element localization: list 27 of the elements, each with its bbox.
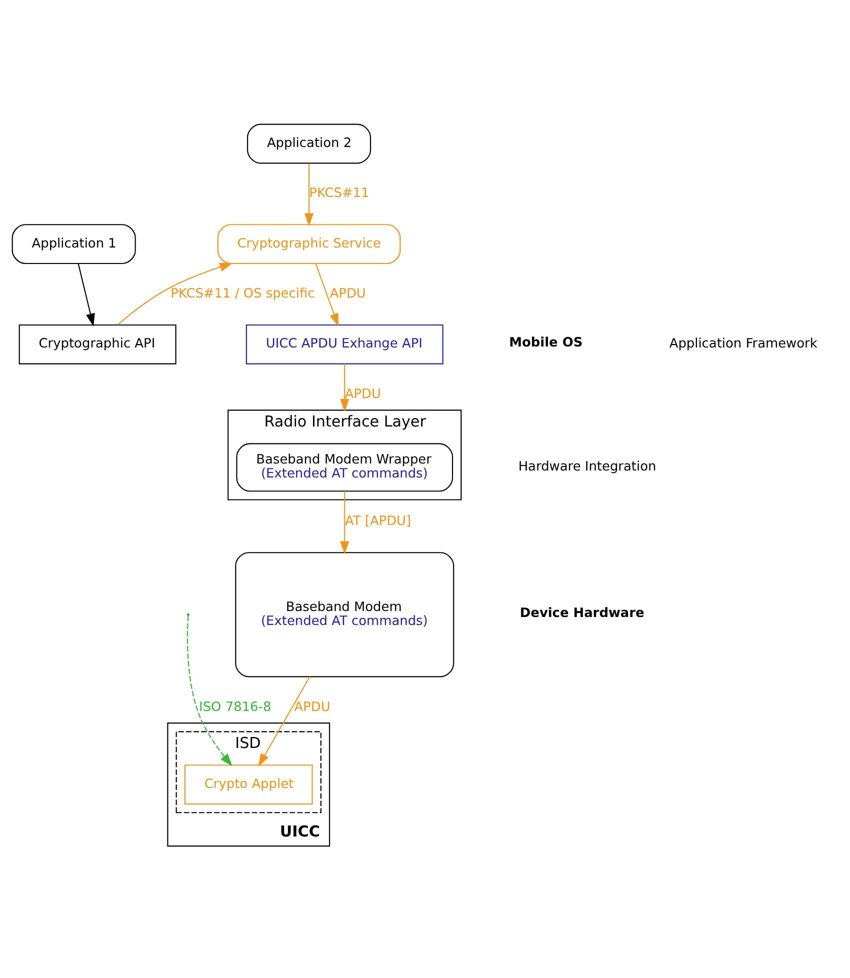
arrow — [117, 262, 233, 325]
node-box: Cryptographic API — [18, 324, 176, 364]
arrow — [304, 162, 314, 226]
edge-label: PKCS#11 — [309, 186, 370, 201]
label: Application Framework — [669, 336, 818, 352]
label: Hardware Integration — [518, 459, 656, 474]
arrow — [340, 363, 350, 412]
node-box: Cryptographic Service — [217, 224, 401, 264]
edge-label: PKCS#11 / OS specific — [170, 286, 315, 302]
arrow — [315, 262, 339, 326]
edge-label: APDU — [344, 386, 382, 402]
node-box: UICC APDU Exhange API — [246, 324, 444, 364]
arrow — [340, 490, 350, 554]
node-box: Application 1 — [12, 224, 136, 264]
edge-label: APDU — [294, 699, 330, 714]
edge-label: ISO 7816-8 — [199, 699, 272, 714]
arrow — [258, 676, 310, 766]
arrow — [78, 262, 95, 326]
arrow — [186, 615, 232, 766]
label: Device Hardware — [520, 605, 644, 620]
node-box: Crypto Applet — [184, 764, 313, 804]
edge-label: AT [APDU] — [345, 514, 412, 529]
node-box: Baseband Modem (Extended AT commands) — [235, 552, 454, 677]
label: Mobile OS — [509, 335, 583, 350]
node-box: Application 2 — [247, 123, 372, 164]
edge-label: APDU — [330, 286, 366, 302]
node-box: Baseband Modem Wrapper (Extended AT commands) — [236, 442, 454, 492]
